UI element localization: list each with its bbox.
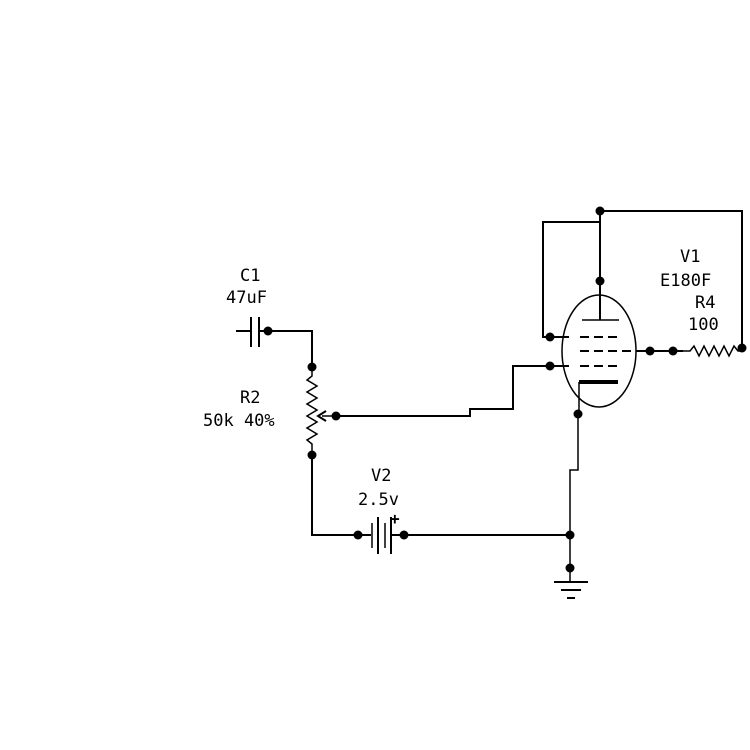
node-r2-bottom[interactable] xyxy=(307,450,317,460)
c1-name-label: C1 xyxy=(240,266,260,286)
r4-name-label: R4 xyxy=(695,293,715,313)
node-r4-left[interactable] xyxy=(668,346,678,356)
capacitor-icon xyxy=(236,317,268,347)
node-v2-left[interactable] xyxy=(353,530,363,540)
vacuum-tube-icon xyxy=(550,281,637,414)
node-grid[interactable] xyxy=(545,361,555,371)
wire-r2-to-v2 xyxy=(311,455,358,536)
wire-cathode-to-ground xyxy=(569,414,579,535)
r2-value-label: 50k 40% xyxy=(203,411,275,431)
v1-value-label: E180F xyxy=(660,271,711,291)
battery-v2[interactable]: + V2 2.5v xyxy=(358,466,404,554)
node-anode[interactable] xyxy=(595,276,605,286)
node-ground-junction[interactable] xyxy=(565,530,575,540)
ground-symbol[interactable] xyxy=(554,581,588,599)
resistor-icon xyxy=(683,344,742,358)
potentiometer-r2[interactable]: R2 50k 40% xyxy=(203,367,336,455)
wires xyxy=(268,210,743,581)
v1-name-label: V1 xyxy=(680,247,700,267)
node-r2-wiper[interactable] xyxy=(331,411,341,421)
junction-nodes xyxy=(263,206,747,573)
r4-value-label: 100 xyxy=(688,315,719,335)
wire-c1-to-r2 xyxy=(268,330,313,367)
node-top[interactable] xyxy=(595,206,605,216)
node-v2-right[interactable] xyxy=(399,530,409,540)
capacitor-c1[interactable]: C1 47uF xyxy=(226,266,268,347)
r2-name-label: R2 xyxy=(240,388,260,408)
node-tube-right[interactable] xyxy=(645,346,655,356)
node-screen-grid[interactable] xyxy=(545,332,555,342)
c1-value-label: 47uF xyxy=(226,288,267,308)
wire-wiper-to-grid xyxy=(336,365,550,417)
node-ground-drop[interactable] xyxy=(565,563,575,573)
wire-top-right-loop xyxy=(600,210,743,348)
v2-value-label: 2.5v xyxy=(358,490,399,510)
node-r4-right[interactable] xyxy=(737,343,747,353)
v2-name-label: V2 xyxy=(371,466,391,486)
vacuum-tube-v1[interactable]: V1 E180F xyxy=(550,247,711,414)
node-cathode[interactable] xyxy=(573,409,583,419)
node-r2-top[interactable] xyxy=(307,362,317,372)
resistor-r4[interactable]: R4 100 xyxy=(683,293,742,358)
node-c1-right[interactable] xyxy=(263,326,273,336)
ground-icon xyxy=(554,581,588,599)
potentiometer-icon xyxy=(305,367,336,455)
v2-polarity-label: + xyxy=(390,509,400,528)
